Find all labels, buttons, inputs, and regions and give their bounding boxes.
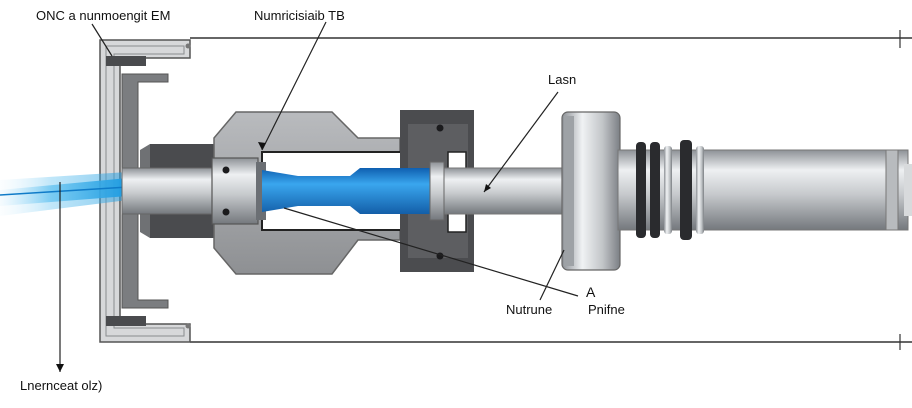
leader-lines [59,21,579,372]
label-marker-a: A [586,284,596,300]
label-bottom-right: Pnifne [588,302,625,317]
rear-cylinder [617,140,912,240]
disc-flange [561,111,621,271]
steel-shaft [429,161,571,221]
label-bottom-left: Lnernceat olz) [20,378,103,393]
front-nozzle [121,157,266,225]
label-cnc-mount: ONC a nunmoengit EM [36,8,171,23]
enclosure-frame [190,30,912,350]
label-laser: Lasn [548,72,577,87]
label-nut: Nutrune [506,302,553,317]
laser-beam [0,172,129,216]
label-top-center: Numricisiaib TB [254,8,345,23]
arrow-heads [56,142,491,372]
blue-shaft [262,168,440,214]
